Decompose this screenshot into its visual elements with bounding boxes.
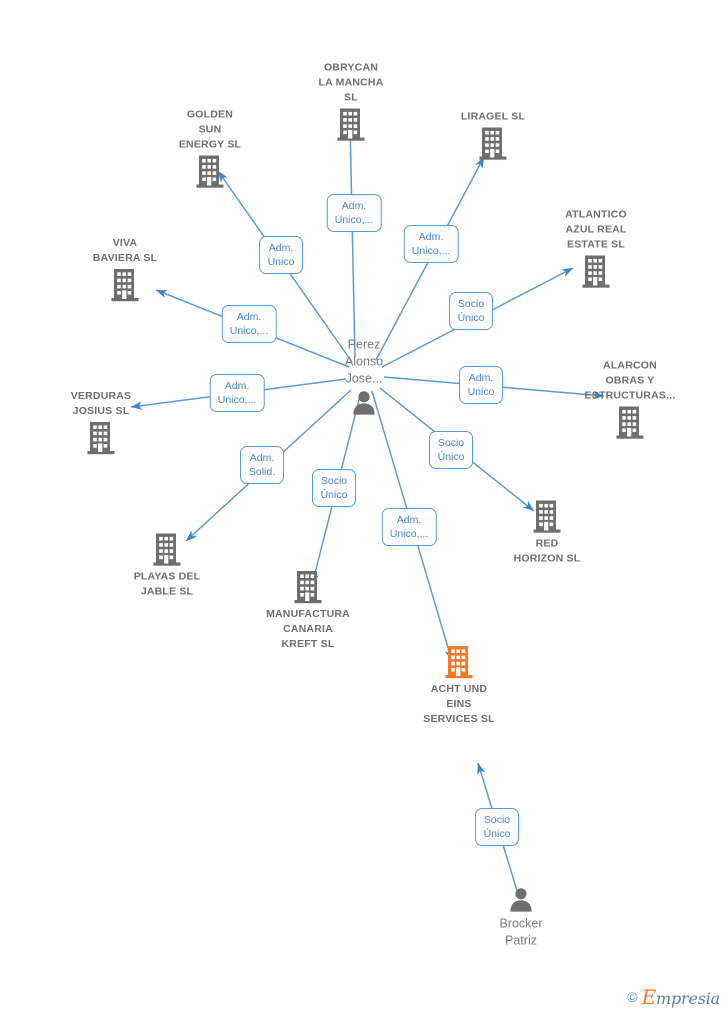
edge-label-e-atlantico[interactable]: Socio Único	[449, 292, 493, 330]
node-red-horizon[interactable]: RED HORIZON SL	[487, 500, 607, 567]
edge-label-e-brocker[interactable]: Socio Único	[475, 808, 519, 846]
node-atlantico[interactable]: ATLANTICO AZUL REAL ESTATE SL	[536, 208, 656, 289]
edge-label-e-acht[interactable]: Adm. Unico,...	[381, 508, 437, 546]
building-icon	[532, 500, 562, 534]
building-icon	[293, 570, 323, 604]
edge-label-e-obrycan[interactable]: Adm. Unico,...	[326, 194, 382, 232]
node-perez-alonso[interactable]: Perez Alonso Jose...	[304, 337, 424, 416]
watermark: © Empresia	[627, 985, 720, 1009]
edge-label-e-verduras[interactable]: Adm. Unico,...	[209, 374, 265, 412]
edge-label-e-alarcon[interactable]: Adm. Unico	[459, 366, 503, 404]
node-manufactura[interactable]: MANUFACTURA CANARIA KREFT SL	[248, 570, 368, 652]
node-label: VERDURAS JOSIUS SL	[70, 390, 132, 417]
building-icon	[195, 155, 225, 189]
node-verduras[interactable]: VERDURAS JOSIUS SL	[41, 389, 161, 455]
building-icon	[336, 108, 366, 142]
edge-label-e-viva-baviera[interactable]: Adm. Unico,...	[221, 305, 277, 343]
building-icon	[581, 255, 611, 289]
node-alarcon[interactable]: ALARCON OBRAS Y ESTRUCTURAS...	[570, 359, 690, 440]
node-playas-jable[interactable]: PLAYAS DEL JABLE SL	[107, 533, 227, 600]
building-icon	[152, 533, 182, 567]
node-label: OBRYCAN LA MANCHA SL	[318, 61, 384, 104]
node-label: GOLDEN SUN ENERGY SL	[178, 108, 242, 151]
building-icon	[110, 268, 140, 302]
building-icon	[444, 645, 474, 679]
node-golden-sun[interactable]: GOLDEN SUN ENERGY SL	[150, 108, 270, 189]
node-label: RED HORIZON SL	[513, 537, 581, 565]
node-liragel[interactable]: LIRAGEL SL	[433, 110, 553, 161]
node-label: ATLANTICO AZUL REAL ESTATE SL	[565, 208, 627, 251]
edge-label-e-playas-jable[interactable]: Adm. Solid.	[240, 446, 284, 484]
node-label: LIRAGEL SL	[460, 110, 526, 123]
brand-name: Empresia	[641, 985, 721, 1009]
edge-line	[346, 122, 356, 358]
building-icon	[478, 127, 508, 161]
node-viva-baviera[interactable]: VIVA BAVIERA SL	[65, 236, 185, 302]
node-label: ACHT UND EINS SERVICES SL	[423, 683, 495, 725]
node-obrycan[interactable]: OBRYCAN LA MANCHA SL	[291, 61, 411, 142]
node-label: VIVA BAVIERA SL	[92, 237, 158, 264]
building-icon	[615, 406, 645, 440]
node-label: ALARCON OBRAS Y ESTRUCTURAS...	[584, 359, 676, 402]
node-label: PLAYAS DEL JABLE SL	[133, 570, 201, 598]
edge-label-e-manufactura[interactable]: Socio Único	[312, 469, 356, 507]
edge-label-e-golden-sun[interactable]: Adm. Unico	[259, 236, 303, 274]
node-label: Perez Alonso Jose...	[344, 337, 384, 386]
building-icon	[86, 421, 116, 455]
brand-initial: E	[641, 985, 657, 1009]
person-icon	[508, 887, 534, 913]
edge-label-e-red-horizon[interactable]: Socio Único	[429, 431, 473, 469]
person-icon	[351, 390, 377, 416]
node-label: Brocker Patriz	[499, 916, 543, 948]
copyright-symbol: ©	[627, 989, 638, 1005]
edge-label-e-liragel[interactable]: Adm. Unico,...	[403, 225, 459, 263]
node-brocker[interactable]: Brocker Patriz	[461, 887, 581, 950]
brand-rest: mpresia	[656, 989, 720, 1008]
node-acht-und-eins[interactable]: ACHT UND EINS SERVICES SL	[399, 645, 519, 727]
node-label: MANUFACTURA CANARIA KREFT SL	[266, 608, 350, 650]
